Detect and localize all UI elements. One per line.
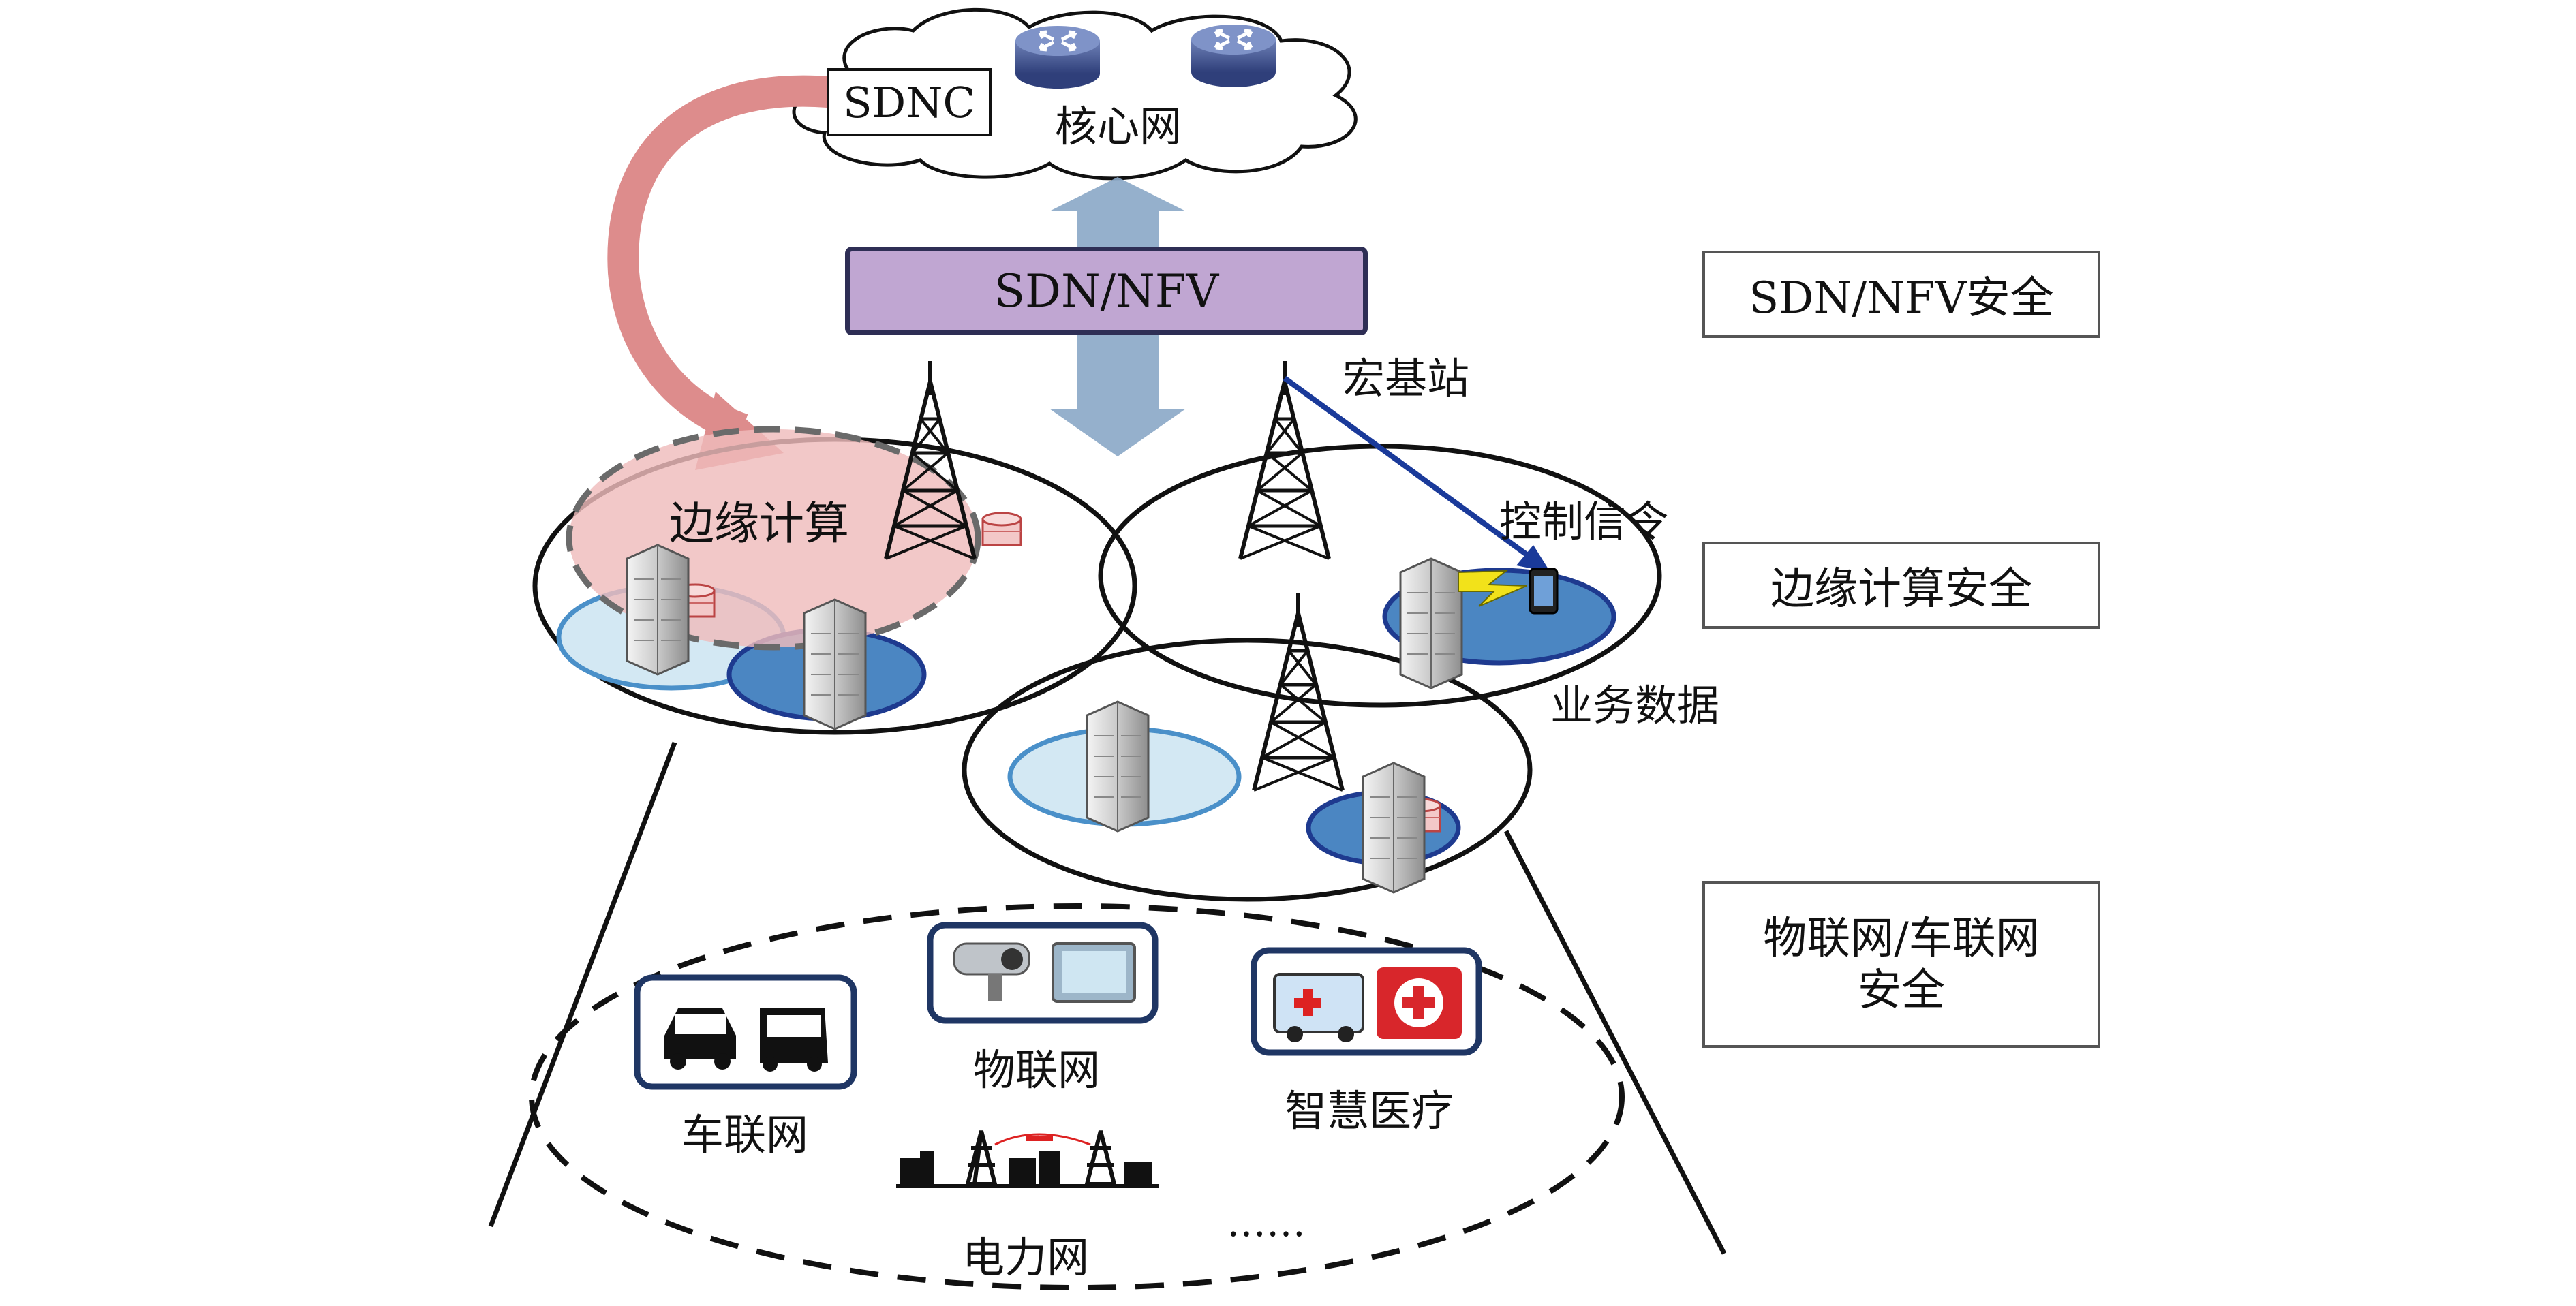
core-router-icon <box>1191 25 1276 87</box>
sdn-nfv-security-label: SDN/NFV安全 <box>1749 273 2054 324</box>
building-icon <box>1399 557 1463 689</box>
smart-medical-icon-box <box>1251 947 1482 1056</box>
cone-line-left <box>488 741 677 1228</box>
mobile-phone-icon <box>1529 568 1559 615</box>
smart-medical-label: 智慧医疗 <box>1285 1086 1454 1136</box>
core-network-label: 核心网 <box>1055 102 1182 151</box>
cone-line-right <box>1503 830 1727 1255</box>
sdn-nfv-box: SDN/NFV <box>845 247 1368 335</box>
vehicle-net-label: 车联网 <box>681 1110 809 1160</box>
sdnc-box: SDNC <box>827 68 992 136</box>
wireless-link-icon <box>1458 570 1527 607</box>
iot-vehicle-security-box: 物联网/车联网 安全 <box>1702 881 2100 1048</box>
building-icon <box>626 544 690 676</box>
more-applications-ellipsis: …… <box>1227 1199 1306 1245</box>
application-area <box>529 903 1625 1290</box>
control-signal-label: 控制信令 <box>1499 497 1669 546</box>
edge-security-box: 边缘计算安全 <box>1702 542 2100 629</box>
core-router-icon <box>1015 26 1100 89</box>
sdn-nfv-security-box: SDN/NFV安全 <box>1702 251 2100 338</box>
building-icon <box>1362 762 1426 894</box>
vehicle-net-icon-box <box>634 974 857 1090</box>
business-data-label: 业务数据 <box>1550 681 1720 730</box>
macro-station-label: 宏基站 <box>1343 354 1470 403</box>
sdnc-to-edge-arrow <box>607 75 829 444</box>
iot-label: 物联网 <box>973 1045 1101 1095</box>
sdn-nfv-label: SDN/NFV <box>994 264 1219 317</box>
control-signal-arrow <box>1283 375 1550 572</box>
building-icon <box>803 598 867 730</box>
iot-vehicle-security-label-line2: 安全 <box>1858 965 1945 1016</box>
iot-vehicle-security-label-line1: 物联网/车联网 <box>1763 913 2040 964</box>
coverage-area-right <box>1098 444 1662 708</box>
coverage-area-bottom <box>962 638 1533 902</box>
edge-computing-label: 边缘计算 <box>669 497 849 550</box>
power-grid-icon <box>896 1130 1159 1188</box>
power-grid-label: 电力网 <box>962 1232 1090 1282</box>
sdnc-label: SDNC <box>843 77 975 127</box>
iot-icon-box <box>927 922 1159 1024</box>
edge-security-label: 边缘计算安全 <box>1770 564 2032 615</box>
building-icon <box>1086 700 1150 833</box>
cell-tower-icon <box>1254 593 1343 790</box>
edge-server-icon <box>981 512 1022 546</box>
